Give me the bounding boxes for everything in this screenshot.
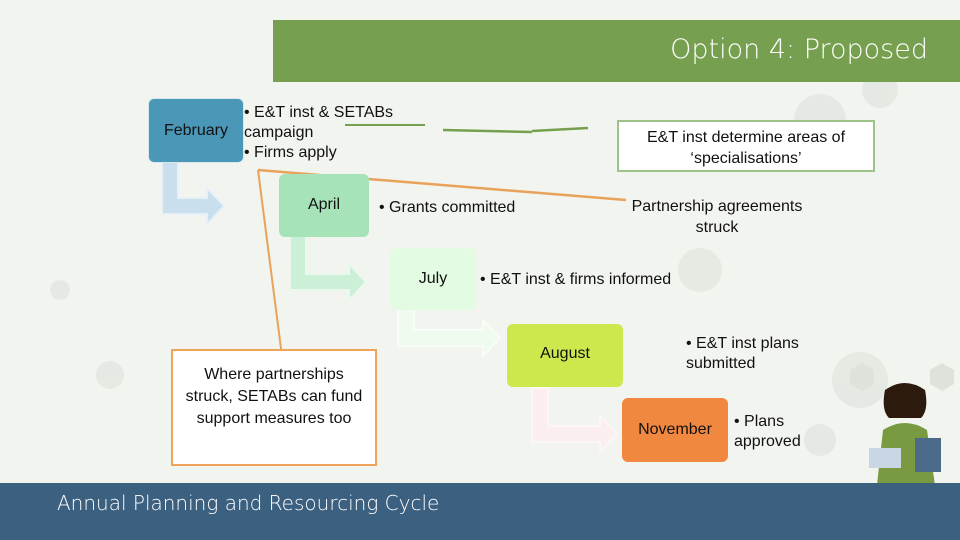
august-item: E&T inst plans submitted bbox=[686, 334, 826, 374]
month-november-label: November bbox=[638, 421, 712, 439]
month-april: April bbox=[279, 174, 369, 237]
footer-bar: Annual Planning and Resourcing Cycle bbox=[0, 483, 960, 540]
month-november: November bbox=[622, 398, 728, 462]
callout-partnership: Partnership agreements struck bbox=[627, 190, 807, 240]
august-item-text: E&T inst plans submitted bbox=[686, 334, 826, 374]
month-august: August bbox=[507, 324, 623, 387]
month-august-label: August bbox=[540, 345, 590, 363]
july-item: E&T inst & firms informed bbox=[480, 270, 671, 290]
month-april-label: April bbox=[308, 196, 340, 214]
callout-specialisations-text: E&T inst determine areas of ‘specialisat… bbox=[647, 129, 845, 167]
november-item-text: Plans approved bbox=[734, 412, 834, 452]
callout-fund-support: Where partnerships struck, SETABs can fu… bbox=[171, 349, 377, 466]
february-item-1: E&T inst & SETABs campaign bbox=[244, 103, 424, 143]
footer-title: Annual Planning and Resourcing Cycle bbox=[57, 491, 439, 515]
april-item: Grants committed bbox=[379, 198, 515, 218]
month-july: July bbox=[390, 248, 476, 310]
month-february-label: February bbox=[164, 122, 228, 140]
month-july-label: July bbox=[419, 270, 447, 288]
february-item-2: Firms apply bbox=[244, 143, 424, 163]
callout-fund-support-text: Where partnerships struck, SETABs can fu… bbox=[186, 366, 363, 427]
february-items: E&T inst & SETABs campaign Firms apply bbox=[244, 103, 424, 163]
november-item: Plans approved bbox=[734, 412, 834, 452]
bullet-text: E&T inst & SETABs campaign bbox=[244, 103, 424, 143]
callout-specialisations: E&T inst determine areas of ‘specialisat… bbox=[617, 120, 875, 172]
callout-partnership-text: Partnership agreements struck bbox=[632, 198, 803, 236]
month-february: February bbox=[148, 98, 244, 163]
